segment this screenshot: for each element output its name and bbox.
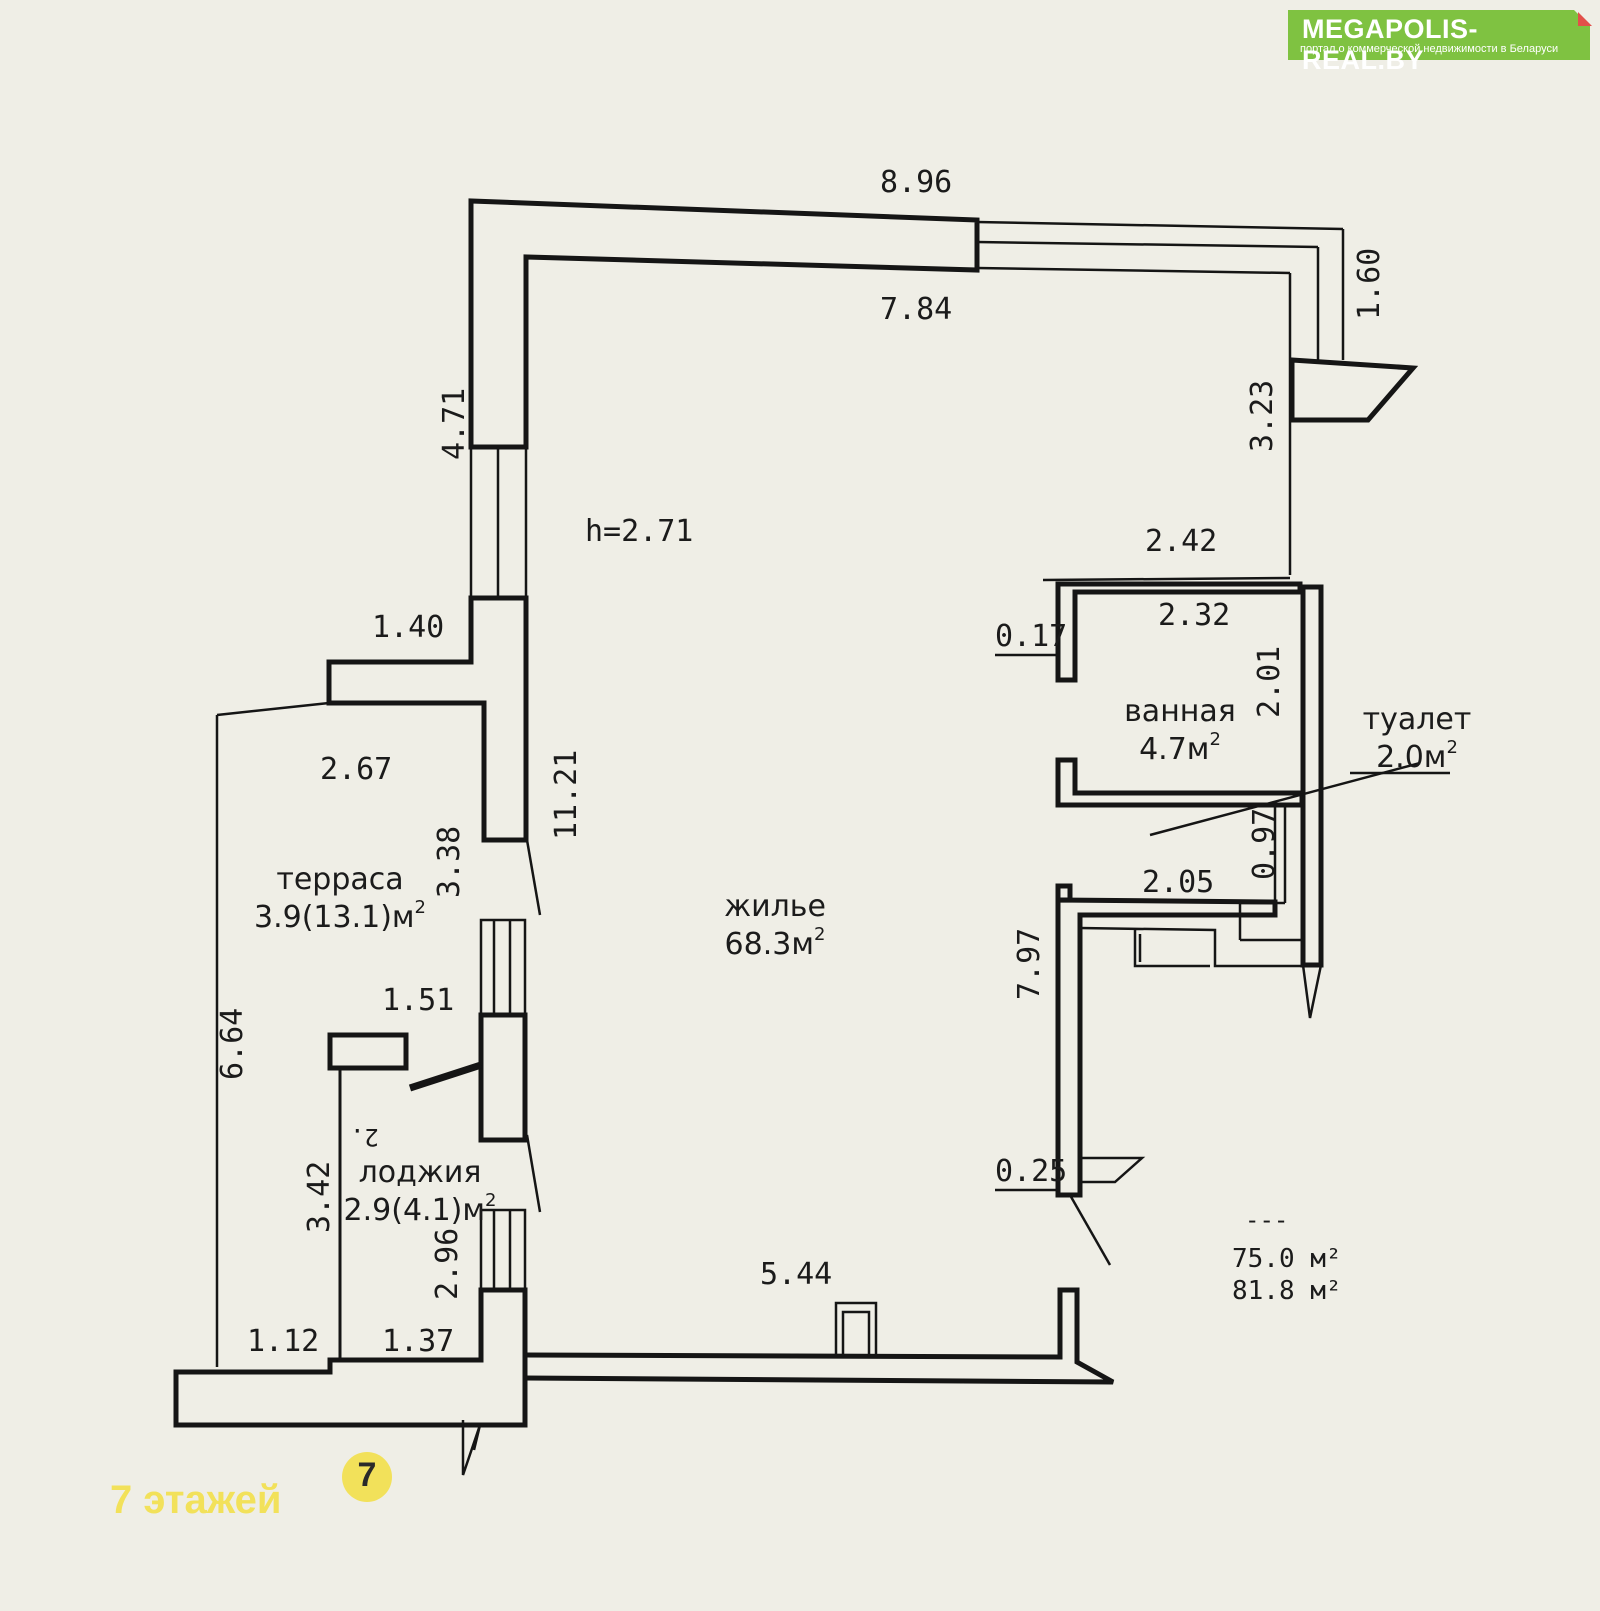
- room-terrace-area-power: 2: [414, 897, 426, 918]
- loggia-mark: 2.: [350, 1123, 379, 1151]
- dim-top-inner: 7.84: [880, 292, 953, 327]
- dim-bath-height: 2.01: [1252, 645, 1287, 718]
- dim-left-notch: 1.40: [372, 610, 445, 645]
- dim-bottom-left-a: 1.12: [247, 1324, 320, 1359]
- room-living-area-power: 2: [813, 924, 826, 945]
- terrace-outline: [215, 701, 542, 1367]
- room-loggia-area-power: 2: [485, 1190, 497, 1211]
- corridor-wall: [1055, 897, 1278, 1198]
- dim-right-lower: 7.97: [1012, 927, 1047, 1000]
- dim-right-stub: 0.25: [995, 1154, 1068, 1189]
- floors-badge-number: 7: [357, 1456, 377, 1494]
- room-toilet-area: 2.0м: [1376, 740, 1447, 775]
- bottom-door-frame: [834, 1301, 878, 1357]
- dim-left-bottom: 2.96: [430, 1227, 465, 1300]
- left-notch-wall: [326, 595, 529, 843]
- bottom-main-wall: [524, 1287, 1115, 1385]
- site-logo-tagline: портал о коммерческой недвижимости в Бел…: [1300, 43, 1559, 55]
- dim-left-top: 4.71: [437, 387, 472, 460]
- closet-outline: [1079, 926, 1303, 968]
- site-logo-name: MEGAPOLIS-REAL.BY: [1302, 14, 1479, 75]
- bathroom-right-wall: [1300, 584, 1324, 968]
- corridor-jamb: [1055, 883, 1073, 903]
- room-bathroom: ванная 4.7м2: [1110, 697, 1250, 765]
- top-right-thin-wall: [469, 220, 1345, 598]
- dim-toilet-bottom: 2.05: [1142, 865, 1215, 900]
- floors-caption: 7 этажей: [110, 1478, 282, 1522]
- right-door-swing: [1068, 1194, 1112, 1266]
- dim-bottom: 5.44: [760, 1257, 833, 1292]
- site-logo[interactable]: MEGAPOLIS-REAL.BY портал о коммерческой …: [1288, 10, 1592, 75]
- dim-left-mid: 3.38: [432, 825, 467, 898]
- toilet-stub: [1301, 964, 1323, 1019]
- room-living-name: жилье: [724, 889, 826, 924]
- ceiling-height-note: h=2.71: [585, 514, 694, 549]
- room-terrace: терраса 3.9(13.1)м2: [245, 865, 435, 933]
- room-living-area: 68.3м: [724, 927, 814, 962]
- dim-bottom-left-b: 1.37: [382, 1324, 455, 1359]
- room-bathroom-name: ванная: [1124, 694, 1236, 729]
- dim-top-outer: 8.96: [880, 165, 953, 200]
- room-terrace-name: терраса: [276, 862, 404, 897]
- room-loggia-area: 2.9(4.1)м: [343, 1193, 485, 1228]
- dim-toilet-width: 0.97: [1247, 807, 1282, 880]
- right-door-stub: [1080, 1156, 1146, 1184]
- room-terrace-area: 3.9(13.1)м: [254, 900, 415, 935]
- room-loggia-name: лоджия: [358, 1155, 482, 1190]
- room-toilet-name: туалет: [1362, 702, 1472, 737]
- left-window-frames: [479, 918, 527, 1292]
- dim-right-mid: 3.23: [1245, 379, 1280, 452]
- bathroom-wall: [1055, 581, 1303, 683]
- dim-bath-wall: 0.17: [995, 619, 1068, 654]
- dim-terrace-height: 6.64: [215, 1007, 250, 1080]
- loggia-pillar: [478, 1012, 528, 1143]
- leader-lines: [995, 653, 1450, 1192]
- loggia-door: [408, 1061, 483, 1092]
- dim-bath-top-inner: 2.32: [1158, 598, 1231, 633]
- loggia-block: [327, 1032, 409, 1071]
- dim-bath-top-outer: 2.42: [1145, 524, 1218, 559]
- room-living: жилье 68.3м2: [700, 892, 850, 960]
- total-area-2: 81.8 м²: [1232, 1276, 1342, 1306]
- dim-loggia-top: 1.51: [382, 983, 455, 1018]
- floors-badge-icon: 7: [342, 1452, 392, 1502]
- right-notch-wall: [1289, 357, 1419, 423]
- dim-right-upper: 1.60: [1352, 247, 1387, 320]
- dim-left-full: 11.21: [549, 749, 584, 840]
- totals-dash: ---: [1245, 1206, 1289, 1234]
- bottom-left-stub: [461, 1420, 482, 1476]
- room-bathroom-area-power: 2: [1209, 729, 1221, 750]
- bottom-wall: [173, 1287, 528, 1428]
- room-toilet: туалет 2.0м2: [1352, 705, 1482, 773]
- total-area-1: 75.0 м²: [1232, 1244, 1342, 1274]
- room-bathroom-area: 4.7м: [1139, 732, 1210, 767]
- room-loggia: лоджия 2.9(4.1)м2: [330, 1158, 510, 1226]
- room-toilet-area-power: 2: [1446, 737, 1458, 758]
- dim-terrace-width: 2.67: [320, 752, 393, 787]
